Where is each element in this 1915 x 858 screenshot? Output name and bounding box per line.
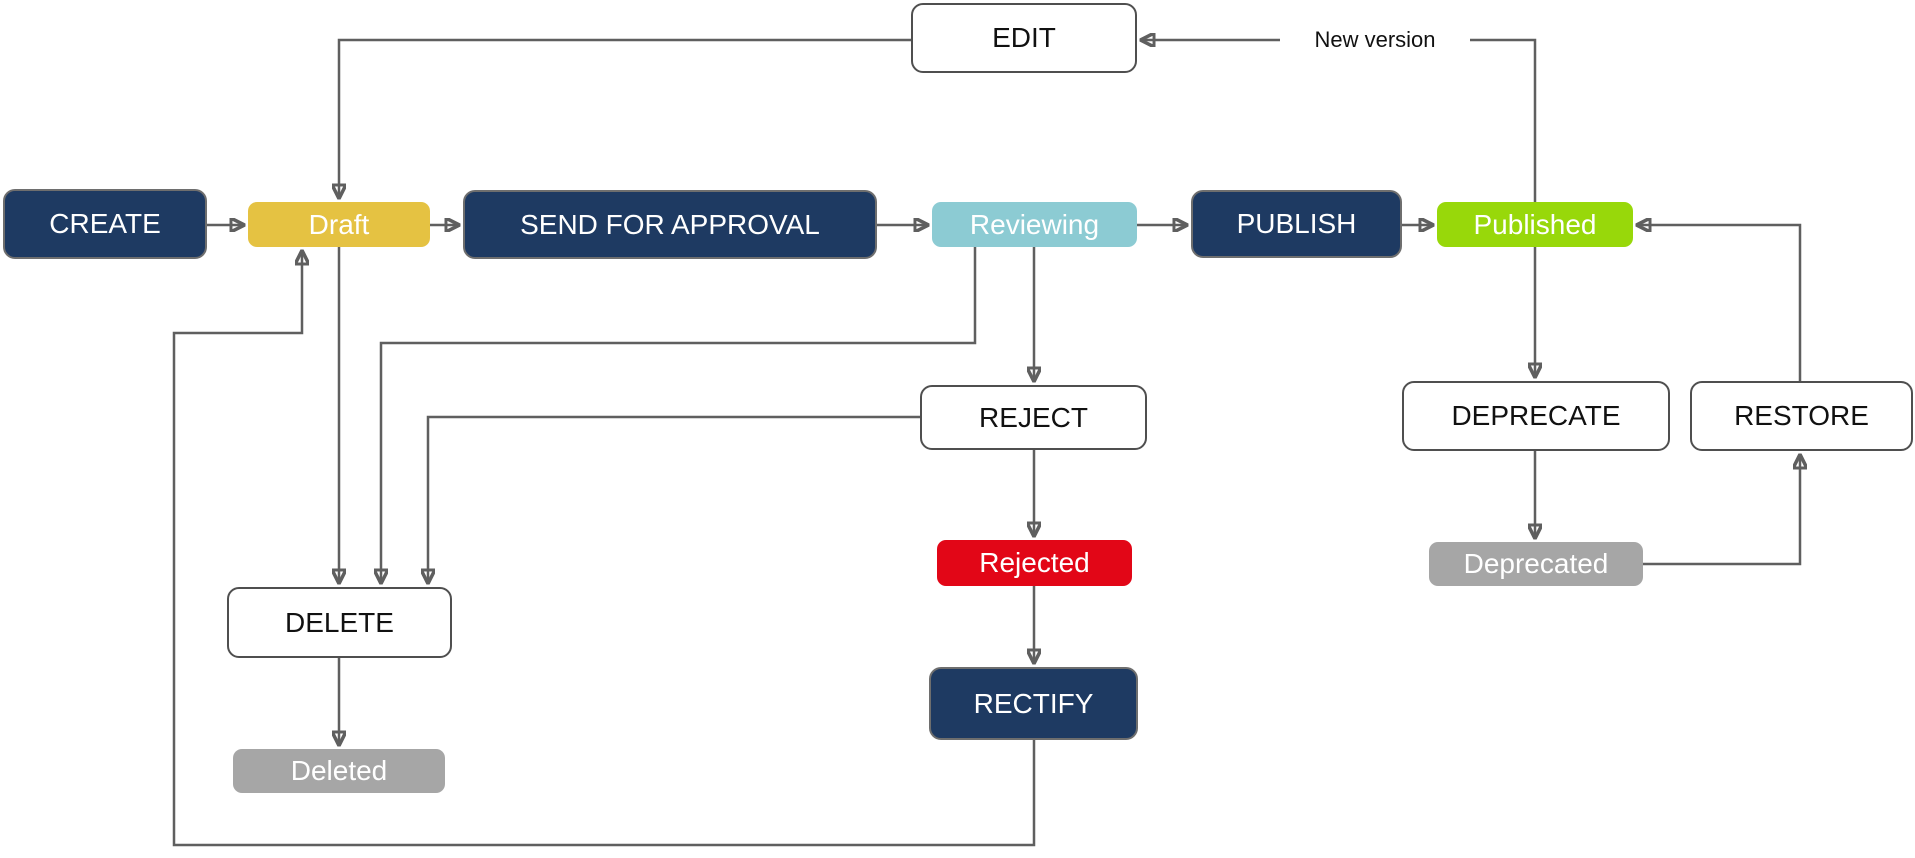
edge-reviewing-delete	[381, 247, 977, 583]
node-reject-action: REJECT	[920, 385, 1147, 450]
node-published-state: Published	[1437, 202, 1633, 247]
node-reviewing-state: Reviewing	[932, 202, 1137, 247]
edge-edit-draft	[339, 38, 911, 198]
node-delete-action: DELETE	[227, 587, 452, 658]
edge-restore-published	[1637, 225, 1802, 381]
node-send-for-approval-action: SEND FOR APPROVAL	[463, 190, 877, 259]
edge-rectify-draft	[172, 251, 1036, 847]
edge-deprecated-restore	[1643, 455, 1800, 566]
edge-label-new-version: New version	[1280, 22, 1470, 58]
node-deprecate-action: DEPRECATE	[1402, 381, 1670, 451]
node-create-action: CREATE	[3, 189, 207, 259]
node-edit-action: EDIT	[911, 3, 1137, 73]
node-deprecated-state: Deprecated	[1429, 542, 1643, 586]
node-restore-action: RESTORE	[1690, 381, 1913, 451]
node-publish-action: PUBLISH	[1191, 190, 1402, 258]
node-rectify-action: RECTIFY	[929, 667, 1138, 740]
edge-reject-delete	[428, 415, 920, 583]
node-rejected-state: Rejected	[937, 540, 1132, 586]
edge-published-edit-newversion	[1141, 40, 1537, 202]
node-deleted-state: Deleted	[233, 749, 445, 793]
node-draft-state: Draft	[248, 202, 430, 247]
